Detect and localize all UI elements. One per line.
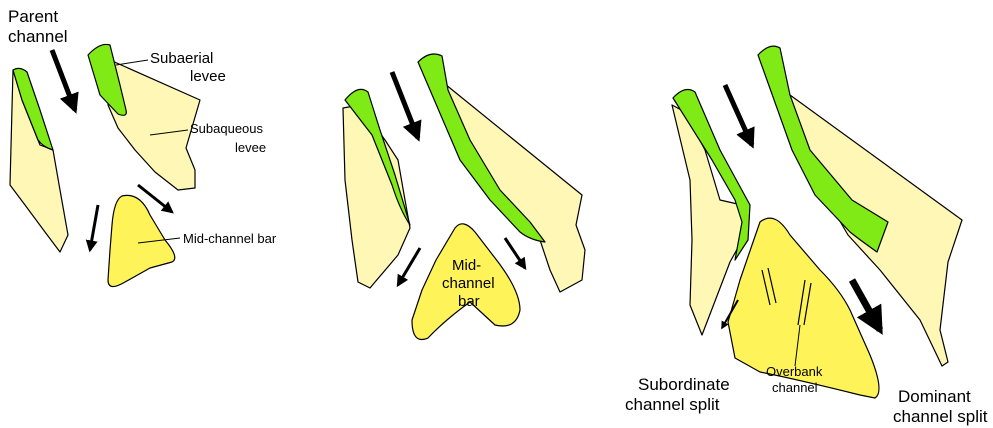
subaqueous-levee-label: Subaqueous	[190, 121, 264, 136]
subaerial-levee-label: Subaerial	[150, 50, 213, 67]
mid-channel-bar-label-2: channel	[442, 275, 495, 292]
left-flow-arrow	[90, 205, 98, 250]
mid-channel-bar-label: Mid-channel bar	[183, 231, 277, 246]
dominant-channel-split-label-2: channel split	[893, 407, 988, 426]
subaerial-leader	[116, 60, 148, 65]
subaqueous-levee-label-2: levee	[235, 140, 266, 155]
subordinate-channel-split-label: Subordinate	[638, 375, 730, 394]
parent-flow-arrow	[52, 50, 75, 110]
mid-channel-bar	[108, 195, 175, 286]
parent-flow-arrow	[725, 85, 752, 145]
mid-channel-bar-label-3: bar	[458, 293, 480, 310]
panel-2: Mid- channel bar	[343, 54, 585, 340]
panel-1: Parent channel Subaerial levee Subaqueou…	[8, 7, 277, 287]
subordinate-channel-split-label-2: channel split	[625, 395, 720, 414]
dominant-channel-split-label: Dominant	[898, 387, 971, 406]
overbank-channel-label-2: channel	[772, 380, 818, 395]
parent-flow-arrow	[392, 72, 418, 138]
panel-3: Overbank channel Subordinate channel spl…	[625, 46, 988, 426]
mid-channel-bar-label: Mid-	[452, 257, 481, 274]
left-flow-arrow	[398, 248, 420, 285]
parent-channel-label: Parent	[8, 7, 58, 26]
right-flow-arrow	[505, 238, 525, 268]
overbank-channel-label: Overbank	[766, 364, 823, 379]
right-subaqueous-levee	[108, 60, 200, 190]
subaerial-levee-label-2: levee	[190, 68, 226, 85]
left-subaqueous-levee	[10, 70, 68, 252]
parent-channel-label-2: channel	[8, 27, 68, 46]
